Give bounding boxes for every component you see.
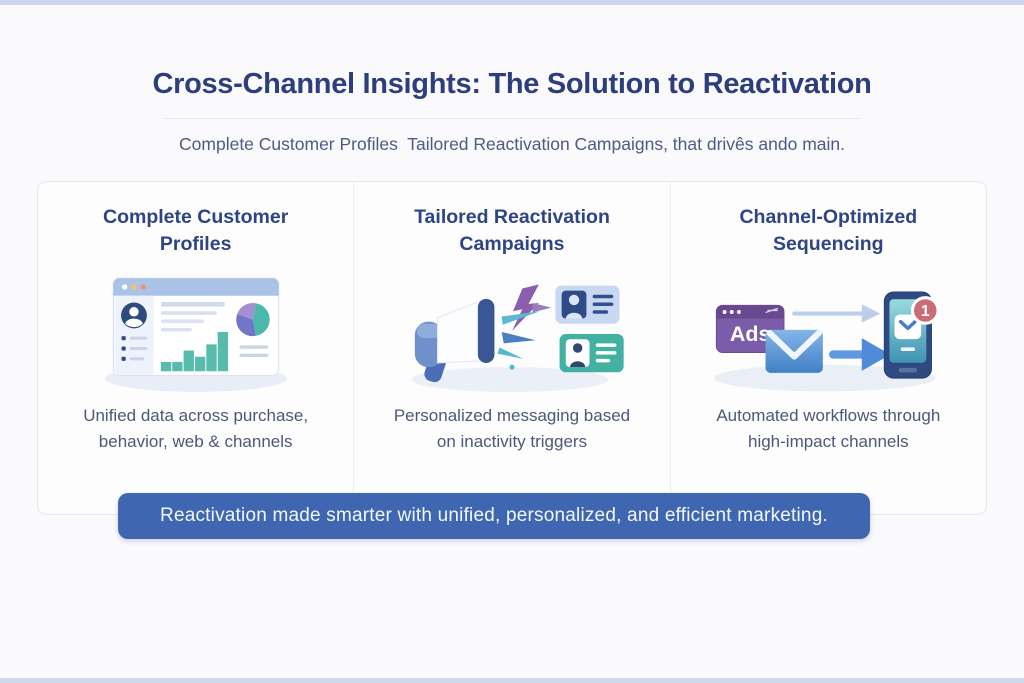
page-subtitle: Complete Customer Profiles Tailored Reac…: [179, 134, 845, 154]
column-complete-customer-profiles: Complete Customer Profiles: [38, 182, 353, 514]
megaphone-contact-cards-icon: [354, 271, 669, 395]
customer-profile-dashboard-icon: [38, 271, 353, 395]
notification-badge-count: 1: [921, 303, 930, 320]
column-heading: Complete Customer Profiles: [103, 206, 289, 256]
column-heading: Channel-Optimized Sequencing: [739, 206, 918, 256]
header: Cross-Channel Insights: The Solution to …: [0, 0, 1024, 155]
ads-label: Ads: [730, 322, 771, 346]
page-title: Cross-Channel Insights: The Solution to …: [152, 68, 872, 100]
column-channel-optimized-sequencing: Channel-Optimized Sequencing: [669, 182, 986, 514]
column-description: Personalized messaging based on inactivi…: [393, 405, 631, 451]
column-heading: Tailored Reactivation Campaigns: [414, 206, 610, 256]
summary-banner-text: Reactivation made smarter with unified, …: [160, 505, 828, 526]
bottom-accent-bar: [0, 678, 1024, 683]
column-tailored-reactivation-campaigns: Tailored Reactivation Campaigns: [353, 182, 669, 514]
top-accent-bar: [0, 0, 1024, 5]
ads-email-phone-workflow-icon: Ads 1: [671, 271, 986, 395]
summary-banner: Reactivation made smarter with unified, …: [118, 493, 870, 539]
title-divider: [163, 118, 861, 119]
features-card: Complete Customer Profiles: [37, 181, 987, 515]
column-description: Unified data across purchase, behavior, …: [83, 405, 309, 451]
column-description: Automated workflows through high-impact …: [716, 405, 941, 451]
